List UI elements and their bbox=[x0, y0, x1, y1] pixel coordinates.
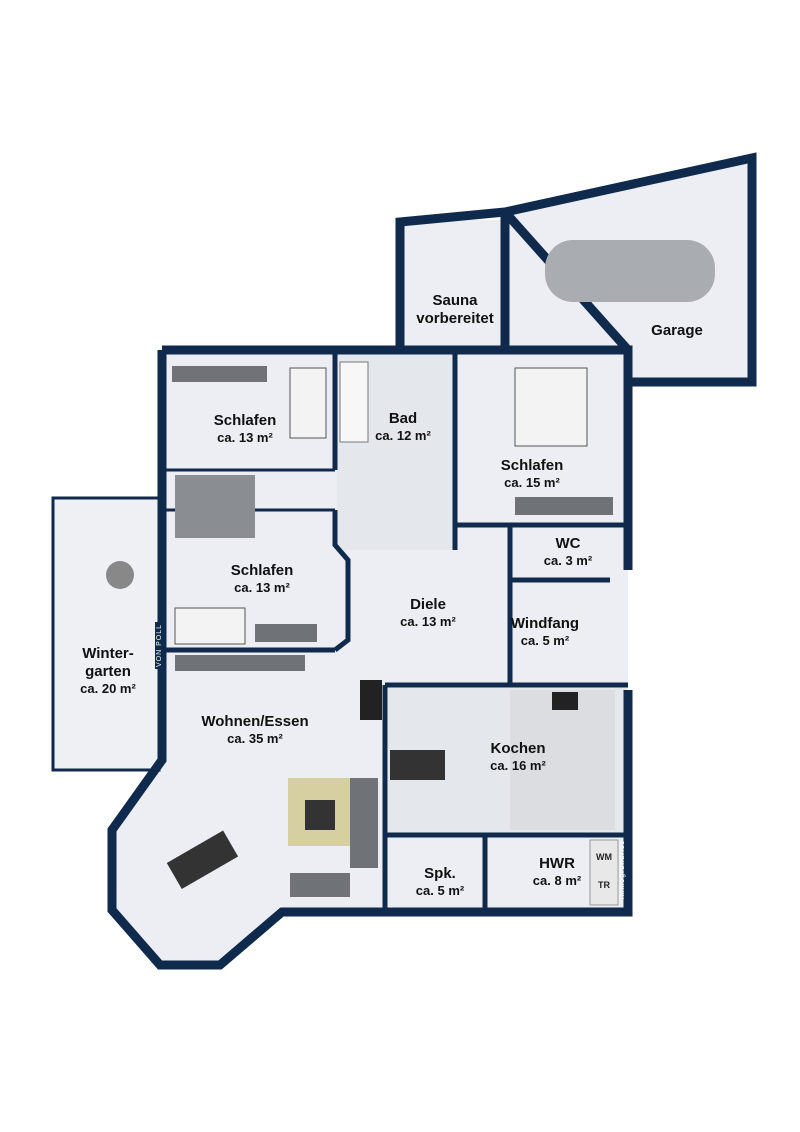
room-name: Diele bbox=[410, 596, 446, 613]
room-label-spk: Spk.ca. 5 m² bbox=[416, 865, 464, 899]
von-poll-watermark: VON POLL bbox=[155, 622, 164, 670]
room-name: Kochen bbox=[490, 740, 546, 757]
shelf bbox=[255, 624, 317, 642]
desk bbox=[175, 475, 255, 538]
room-area: ca. 12 m² bbox=[375, 428, 431, 443]
round-table bbox=[106, 561, 134, 589]
sofa-2 bbox=[290, 873, 350, 897]
wardrobe-2 bbox=[515, 497, 613, 515]
wardrobe bbox=[172, 366, 267, 382]
room-area: ca. 8 m² bbox=[532, 873, 582, 888]
kitchen-table bbox=[390, 750, 445, 780]
stove bbox=[552, 692, 578, 710]
fireplace bbox=[360, 680, 382, 720]
sideboard bbox=[175, 655, 305, 671]
bed-2 bbox=[174, 607, 246, 645]
room-name: Schlafen bbox=[500, 457, 564, 474]
sofa bbox=[350, 778, 378, 868]
furniture bbox=[106, 240, 715, 906]
car bbox=[545, 240, 715, 302]
room-area: ca. 35 m² bbox=[227, 731, 283, 746]
room-name: Spk. bbox=[424, 865, 456, 882]
washing-machine-label: WM bbox=[596, 852, 612, 862]
wintergarten-floor bbox=[52, 497, 160, 770]
appliance-column bbox=[589, 839, 619, 906]
room-area: ca. 20 m² bbox=[80, 681, 136, 696]
dryer-label: TR bbox=[598, 880, 610, 890]
room-area: ca. 13 m² bbox=[400, 614, 456, 629]
room-area: ca. 3 m² bbox=[543, 553, 593, 568]
kitchen-counter bbox=[510, 690, 615, 830]
dining-table bbox=[166, 830, 239, 889]
room-name: Sauna vorbereitet bbox=[416, 292, 494, 327]
room-area: ca. 5 m² bbox=[415, 883, 465, 898]
room-name: HWR bbox=[539, 855, 575, 872]
room-area: ca. 16 m² bbox=[490, 758, 546, 773]
sauna-floor bbox=[400, 220, 505, 350]
room-name: WC bbox=[555, 535, 581, 552]
outer-left-wall bbox=[107, 350, 633, 970]
room-name: Winter-garten bbox=[82, 645, 134, 680]
bed bbox=[289, 367, 327, 439]
room-area: ca. 5 m² bbox=[520, 633, 570, 648]
garage-walls bbox=[496, 152, 757, 387]
room-label-sauna: Sauna vorbereitet bbox=[405, 292, 505, 328]
room-label-garage: Garage bbox=[651, 322, 703, 340]
coffee-table bbox=[305, 800, 335, 830]
sauna-walls bbox=[395, 207, 506, 350]
room-area: ca. 13 m² bbox=[217, 430, 273, 445]
room-area: ca. 15 m² bbox=[504, 475, 560, 490]
bathtub bbox=[339, 361, 369, 443]
room-name: Wohnen/Essen bbox=[201, 713, 309, 730]
room-name: Windfang bbox=[510, 615, 580, 632]
inner-walls bbox=[162, 350, 628, 912]
room-name: Schlafen bbox=[213, 412, 277, 429]
room-area: ca. 13 m² bbox=[234, 580, 290, 595]
outer-top-wall bbox=[162, 345, 633, 570]
immogrundriss-watermark: Immogrundriss bbox=[619, 840, 626, 900]
room-name: Schlafen bbox=[230, 562, 294, 579]
room-name: Garage bbox=[651, 322, 703, 339]
room-name: Bad bbox=[388, 410, 418, 427]
walls bbox=[51, 152, 757, 970]
double-bed bbox=[514, 367, 588, 447]
